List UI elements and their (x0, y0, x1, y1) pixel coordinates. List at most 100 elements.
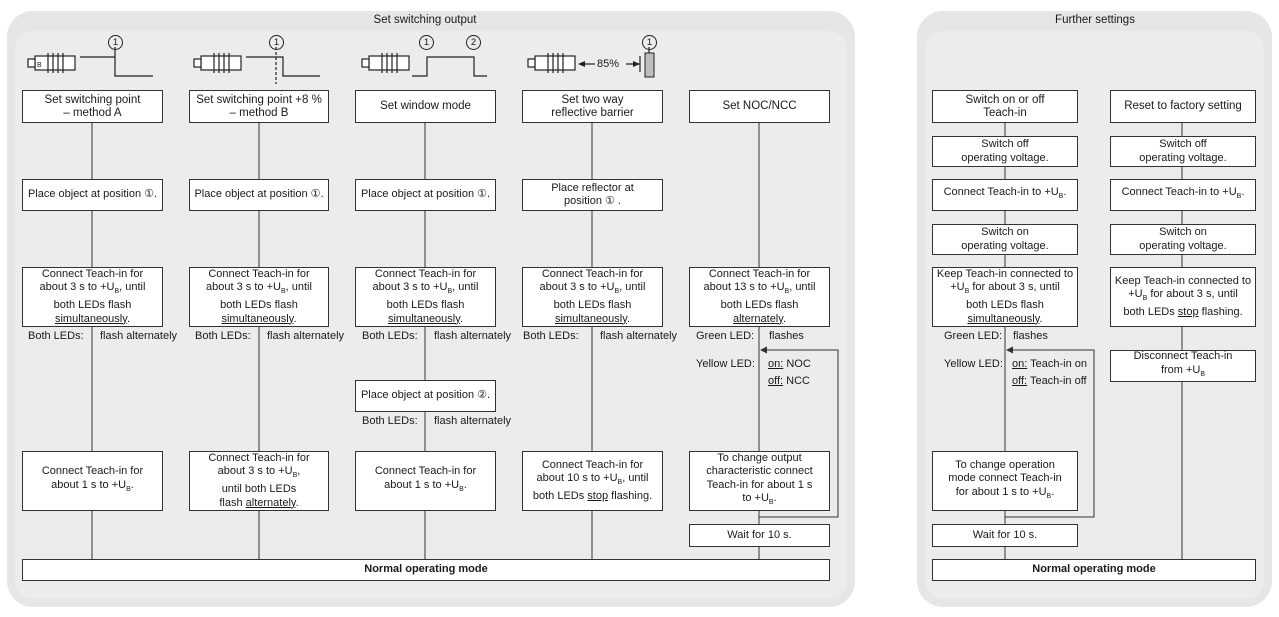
off-label: off: (768, 375, 784, 387)
step-text: simultaneously (221, 312, 294, 325)
header-line: Set NOC/NCC (722, 100, 797, 113)
header-line: – method A (63, 106, 122, 119)
step-text: until both LEDs (221, 483, 297, 496)
step-text: . (1241, 186, 1245, 199)
step-text: about 13 s to +U (703, 281, 785, 294)
step-text: alternately (245, 496, 296, 509)
subscript-b: B (1200, 371, 1206, 379)
step-text: Connect Teach-in to +U (1121, 186, 1237, 199)
place-object-box: Place object at position ①. (189, 179, 329, 211)
step-text: , until (789, 281, 816, 294)
step-text: Connect Teach-in for (208, 451, 310, 464)
step-text: Connect Teach-in for (41, 267, 144, 280)
header-line: Teach-in (983, 106, 1027, 119)
header-line: Set switching point (44, 94, 141, 106)
step-text: about 1 s to +U (51, 478, 127, 491)
step-text: for about 3 s, until (1147, 288, 1238, 301)
reset-factory-header: Reset to factory setting (1110, 90, 1256, 123)
leds-state: flash alternately (600, 330, 678, 342)
step-text: from +U (1160, 363, 1201, 376)
subscript-b: B (1058, 193, 1064, 201)
step-text: , until (119, 281, 146, 294)
step-text: . (130, 478, 134, 491)
step-text: Place object at position ①. (360, 188, 491, 201)
yellow-led-off: off: NCC (768, 375, 810, 388)
position-1-marker: 1 (269, 35, 284, 50)
subscript-b: B (447, 288, 453, 296)
step-text: Connect Teach-in for (41, 465, 144, 478)
place-object-box: Place object at position ①. (22, 179, 163, 211)
subscript-b: B (617, 479, 623, 487)
step-text: flashing. (1198, 305, 1243, 318)
step-text: , until (622, 472, 649, 485)
wait-10s-box: Wait for 10 s. (932, 524, 1078, 547)
step-text: . (1051, 485, 1055, 498)
position-1-marker: 1 (642, 35, 657, 50)
place-object-position-2-box: Place object at position ②. (355, 380, 496, 412)
header-line: – method B (229, 106, 289, 119)
subscript-b: B (459, 486, 464, 494)
reflector-distance-label: 85% (597, 58, 620, 70)
step-text: Connect Teach-in for (374, 267, 477, 280)
step-text: , until (285, 281, 312, 294)
subscript-b: B (1236, 193, 1242, 201)
sensor-letter: B (37, 62, 42, 69)
step-text: , until (452, 281, 479, 294)
step-text: +U (950, 281, 965, 294)
leds-state: flash alternately (100, 330, 178, 342)
step-text: Place object at position ①. (27, 188, 158, 201)
step-text: operating voltage. (961, 151, 1049, 164)
header-line: Set two way (561, 94, 624, 106)
step-text: stop (1177, 305, 1199, 318)
leds-label: Both LEDs: (362, 330, 418, 342)
subscript-b: B (1046, 492, 1052, 500)
green-led-state: flashes (769, 330, 804, 342)
set-noc-ncc-header: Set NOC/NCC (689, 90, 830, 123)
step-text: operating voltage. (961, 239, 1049, 252)
step-text: Switch off (1159, 138, 1207, 150)
step-text: , until (619, 281, 646, 294)
step-text: position ① . (564, 195, 621, 207)
step-text: , (297, 465, 301, 478)
off-label: off: (1012, 375, 1028, 387)
leds-label: Both LEDs: (523, 330, 579, 342)
sensor-icon-group (27, 47, 650, 84)
off-value: NCC (783, 375, 810, 387)
step-text: Place reflector at (551, 181, 634, 194)
step-text: simultaneously (967, 312, 1040, 325)
step-text: flash (219, 496, 246, 509)
subscript-b: B (768, 499, 774, 507)
step-text: both LEDs (532, 489, 588, 502)
step-text: operating voltage. (1139, 151, 1227, 164)
step-text: about 3 s to +U (39, 281, 115, 294)
subscript-b: B (964, 288, 970, 296)
further-settings-title: Further settings (1055, 14, 1135, 26)
yellow-led-label: Yellow LED: (944, 358, 1003, 370)
on-label: on: (1012, 358, 1028, 370)
green-led-label: Green LED: (944, 330, 1003, 342)
on-value: Teach-in on (1027, 358, 1088, 370)
step-text: Keep Teach-in connected to (1114, 274, 1252, 287)
header-line: Switch on or off (965, 94, 1045, 106)
step-text: Switch on (981, 226, 1029, 238)
step-text: simultaneously (554, 312, 627, 325)
green-led-state: flashes (1013, 330, 1048, 342)
step-text: mode connect Teach-in (948, 472, 1062, 485)
step-text: for about 1 s to +U (955, 485, 1047, 498)
step-text: Connect Teach-in for (541, 267, 644, 280)
step-text: Place object at position ①. (194, 188, 324, 201)
step-text: Keep Teach-in connected to (936, 267, 1074, 280)
set-window-mode-header: Set window mode (355, 90, 496, 123)
header-line: Set switching point +8 % (196, 94, 322, 106)
leds-state: flash alternately (267, 330, 345, 342)
subscript-b: B (1142, 295, 1148, 303)
